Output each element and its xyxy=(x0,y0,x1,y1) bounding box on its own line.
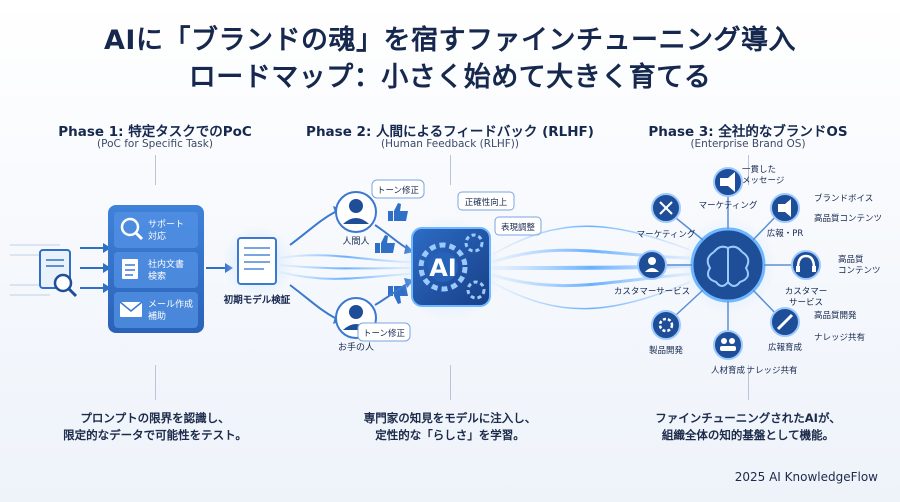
tag-accuracy: 正確性向上 xyxy=(457,191,515,211)
main-title-line2: ロードマップ：小さく始めて大きく育てる xyxy=(188,62,712,93)
phase1-connector-top xyxy=(155,155,156,185)
phase2-connector-bottom xyxy=(450,365,451,400)
thumbs-up-icon xyxy=(388,203,408,221)
node-customer xyxy=(637,250,667,280)
gear-icon-small xyxy=(464,233,486,300)
phase3-desc-line2: 組織全体の知的基盤として機能。 xyxy=(661,428,835,442)
task3-label2: 補助 xyxy=(148,310,166,322)
task2-label1: 社内文書 xyxy=(148,258,184,270)
phase2-group: 人間人 トーン修正 xyxy=(279,179,542,353)
side-quality-content2-l1: 高品質 xyxy=(838,254,864,265)
node-marketing xyxy=(651,193,681,223)
phase1-description: プロンプトの限界を認識し、 限定的なデータで可能性をテスト。 xyxy=(5,410,305,444)
arrows-into-panel xyxy=(80,243,111,293)
node-customer-outer-label1: カスタマー xyxy=(785,287,828,297)
phase2-desc-line1: 専門家の知見をモデルに注入し、 xyxy=(363,411,537,425)
side-quality-dev: 高品質開発 xyxy=(814,310,857,321)
model-document-icon xyxy=(237,237,277,285)
svg-text:正確性向上: 正確性向上 xyxy=(465,197,508,208)
node-customer-label: カスタマーサービス xyxy=(614,287,690,297)
ai-label: AI xyxy=(429,254,457,282)
node-message-label2: メッセージ xyxy=(742,176,784,186)
expert-top-avatar xyxy=(335,191,377,233)
node-hr xyxy=(713,330,743,360)
phase2-title: Phase 2: 人間によるフィードバック (RLHF) xyxy=(306,124,594,140)
node-message-label1: 一貫した xyxy=(742,165,776,175)
node-knowledge-label: ナレッジ共有 xyxy=(746,365,797,376)
node-message xyxy=(713,167,743,197)
task-magnifier-icon xyxy=(120,217,144,241)
side-quality-content2-l2: コンテンツ xyxy=(838,266,881,276)
svg-text:トーン修正: トーン修正 xyxy=(363,328,406,339)
node-customer-outer-label2: サービス xyxy=(789,298,823,308)
side-knowledge: ナレッジ共有 xyxy=(814,332,865,343)
task3-label1: メール作成 xyxy=(148,298,193,310)
tag-expression: 表現調整 xyxy=(494,216,542,236)
brain-icon xyxy=(706,245,750,287)
node-marketing2-label: マーケティング xyxy=(699,200,758,211)
bubble-bottom: トーン修正 xyxy=(357,322,411,342)
side-quality-content: 高品質コンテンツ xyxy=(814,213,882,224)
node-pr-label: 広報・PR xyxy=(767,228,804,239)
side-brand-voice: ブランドボイス xyxy=(814,193,873,204)
footer-credit: 2025 AI KnowledgeFlow xyxy=(734,470,878,484)
phase1-subtitle: (PoC for Specific Task) xyxy=(97,138,213,150)
phase3-connector-top xyxy=(748,155,749,185)
expert-top-label: 人間人 xyxy=(342,236,369,247)
main-title-line1: AIに「ブランドの魂」を宿すファインチューニング導入 xyxy=(104,25,796,56)
task2-label2: 検索 xyxy=(148,270,166,282)
node-training xyxy=(770,307,800,337)
phase3-desc-line1: ファインチューニングされたAIが、 xyxy=(655,411,841,425)
task-mail-icon xyxy=(119,301,143,317)
phase2-description: 専門家の知見をモデルに注入し、 定性的な「らしさ」を学習。 xyxy=(300,410,600,444)
phase3-subtitle: (Enterprise Brand OS) xyxy=(690,138,806,150)
node-customer-outer xyxy=(791,250,821,280)
bubble-top: トーン修正 xyxy=(371,179,425,199)
phase2-connector-top xyxy=(450,155,451,185)
task-document-icon xyxy=(122,259,138,279)
gear-icon xyxy=(418,242,468,292)
phase1-desc-line1: プロンプトの限界を認識し、 xyxy=(80,411,230,425)
phase3-group: マーケティング カスタマーサービス 製品開発 人材育成 xyxy=(614,165,882,376)
phase3-connector-bottom xyxy=(748,365,749,400)
model-verify-label: 初期モデル検証 xyxy=(224,294,291,306)
thumbs-up-icon-2 xyxy=(375,235,395,253)
node-pr xyxy=(770,193,800,223)
node-hr-label: 人材育成 xyxy=(711,365,746,376)
phase3-description: ファインチューニングされたAIが、 組織全体の知的基盤として機能。 xyxy=(598,410,898,444)
phase1-group: サポート 対応 社内文書 検索 メール作成 補助 初期モデル検証 xyxy=(10,205,294,333)
svg-text:表現調整: 表現調整 xyxy=(501,222,536,233)
node-product xyxy=(651,310,681,340)
node-marketing-label: マーケティング xyxy=(637,229,696,240)
svg-text:トーン修正: トーン修正 xyxy=(377,185,420,196)
phase2-subtitle: (Human Feedback (RLHF)) xyxy=(380,138,519,150)
task1-label2: 対応 xyxy=(148,230,166,242)
phase1-connector-bottom xyxy=(155,365,156,400)
phase1-title: Phase 1: 特定タスクでのPoC xyxy=(58,124,252,140)
phase1-desc-line2: 限定的なデータで可能性をテスト。 xyxy=(63,428,247,442)
node-product-label: 製品開発 xyxy=(649,345,684,356)
task1-label1: サポート xyxy=(148,219,184,230)
beams-to-ai xyxy=(279,254,411,280)
expert-bottom-label: お手の人 xyxy=(338,341,374,353)
node-training-label: 広報育成 xyxy=(768,342,803,353)
phase3-title: Phase 3: 全社的なブランドOS xyxy=(648,124,848,140)
phase2-desc-line2: 定性的な「らしさ」を学習。 xyxy=(375,428,525,442)
search-document-icon xyxy=(39,249,78,298)
